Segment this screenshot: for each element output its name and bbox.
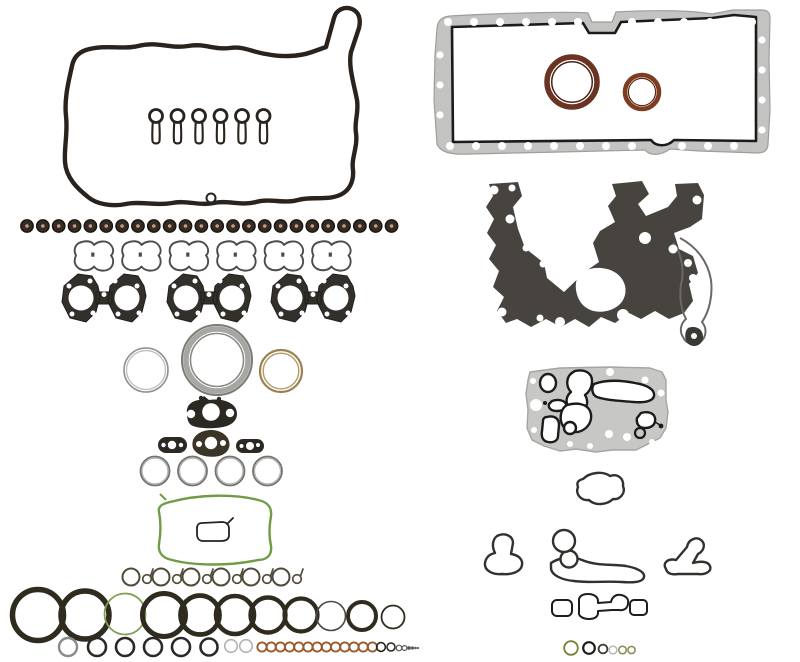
pan-bolt-holes-bottom <box>446 142 738 150</box>
paired-o-ring-units <box>121 567 304 587</box>
rubber-profile-gaskets <box>483 471 712 584</box>
timing-cover-holes <box>489 184 707 339</box>
profile-gasket-right <box>663 537 712 576</box>
pan-bolt-holes-right <box>758 36 766 134</box>
green-profile-gasket <box>157 493 273 566</box>
valve-stem-seals <box>20 219 399 233</box>
oil-cooler-black-ring <box>633 426 647 440</box>
oil-drain-gaskets <box>158 430 264 457</box>
small-o-rings-right <box>563 640 636 656</box>
spark-plug-tube-seals <box>148 108 272 145</box>
thin-round-gaskets <box>139 455 283 487</box>
oil-pan-gasket <box>433 9 771 155</box>
round-seals-set <box>123 324 304 396</box>
exhaust-manifold-gaskets <box>61 273 356 323</box>
profile-gasket-blob <box>576 471 625 506</box>
pan-bolt-holes-left <box>436 51 444 119</box>
gasket-alignment-hole <box>205 192 217 204</box>
small-rings-gray <box>57 636 254 658</box>
small-frame-gasket <box>196 517 234 542</box>
timing-cover-gasket <box>486 181 713 347</box>
pan-bolt-holes-top <box>444 18 756 26</box>
valve-cover-gasket <box>62 5 362 208</box>
oil-cooler-holes <box>530 368 665 449</box>
profile-gasket-center-ring1 <box>551 528 577 554</box>
small-rings-tail <box>375 641 420 653</box>
camshaft-gaskets <box>73 240 352 272</box>
crank-seals <box>544 54 662 112</box>
oil-cooler-gasket <box>525 366 669 453</box>
small-rings-brown <box>256 641 378 653</box>
profile-gasket-left <box>483 533 524 576</box>
o-ring-row-large <box>9 586 406 644</box>
small-housing-gaskets <box>551 593 648 620</box>
turbo-gasket <box>186 395 237 429</box>
